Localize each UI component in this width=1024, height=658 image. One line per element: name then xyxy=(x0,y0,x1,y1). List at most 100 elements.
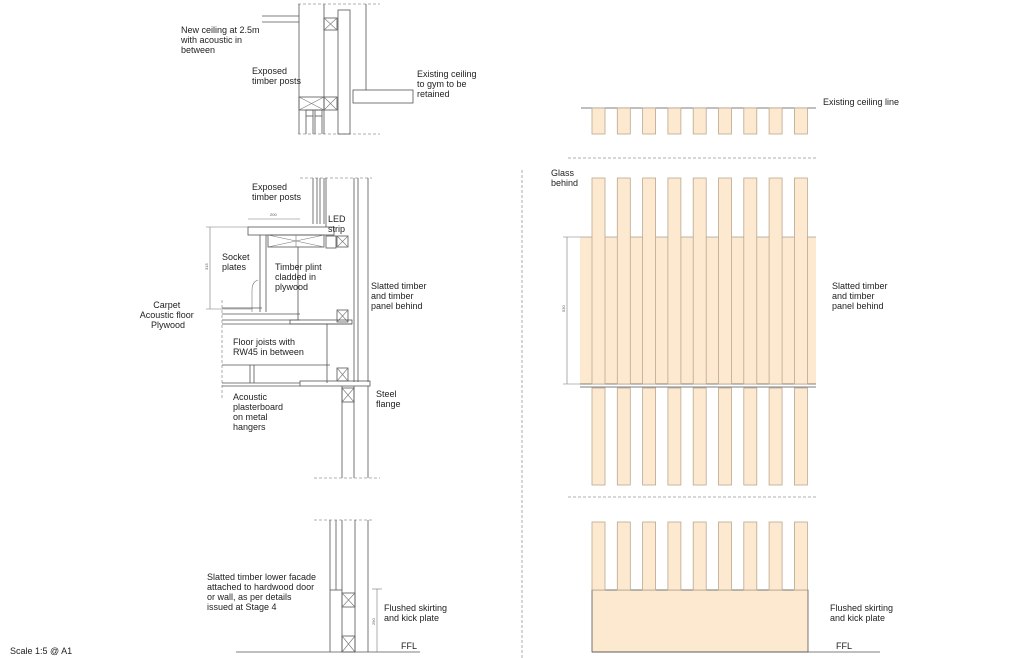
label-line: and kick plate xyxy=(384,613,439,623)
label-line: Slatted timber xyxy=(832,281,888,291)
scale-note: Scale 1:5 @ A1 xyxy=(10,646,72,656)
dimension-plint-width: 200 xyxy=(270,212,277,217)
dimension-skirting-height: 290 xyxy=(371,618,376,625)
label-line: Socket xyxy=(222,252,250,262)
timber-slat xyxy=(768,521,783,591)
timber-slat xyxy=(768,387,783,486)
section-bottom-skirting xyxy=(236,519,420,653)
timber-slat xyxy=(667,387,682,486)
label-existing-ceiling-gym: Existing ceiling to gym to be retained xyxy=(417,69,479,99)
label-line: Slatted timber xyxy=(371,281,427,291)
dimension-panel-height: 530 xyxy=(561,305,566,312)
timber-slat xyxy=(692,177,707,385)
label-line: behind xyxy=(551,178,578,188)
label-glass-behind: Glass behind xyxy=(551,168,578,188)
label-slatted-left: Slatted timber and timber panel behind xyxy=(371,281,429,311)
label-led-strip: LED strip xyxy=(328,214,348,234)
label-line: Exposed xyxy=(252,182,287,192)
label-existing-ceiling-line: Existing ceiling line xyxy=(823,97,899,107)
label-timber-plint: Timber plint cladded in plywood xyxy=(275,262,324,292)
label-line: panel behind xyxy=(371,301,423,311)
dimension-plint-height: 315 xyxy=(204,263,209,270)
label-line: attached to hardwood door xyxy=(207,582,314,592)
label-line: Flushed skirting xyxy=(384,603,447,613)
label-line: panel behind xyxy=(832,301,884,311)
label-new-ceiling: New ceiling at 2.5m with acoustic in bet… xyxy=(180,25,262,55)
timber-slat xyxy=(794,107,808,135)
label-line: Carpet xyxy=(153,300,181,310)
kick-plate xyxy=(592,590,808,652)
label-line: RW45 in between xyxy=(233,347,304,357)
label-line: New ceiling at 2.5m xyxy=(181,25,260,35)
timber-slat xyxy=(794,387,808,486)
timber-slat xyxy=(591,387,606,486)
timber-slat xyxy=(718,387,732,486)
timber-slat xyxy=(616,107,631,135)
timber-slat xyxy=(692,387,707,486)
timber-slat xyxy=(642,521,656,591)
timber-slat xyxy=(768,107,783,135)
timber-slat xyxy=(794,521,808,591)
timber-slat xyxy=(692,107,707,135)
timber-slat xyxy=(616,177,631,385)
label-skirting-left: Flushed skirting and kick plate xyxy=(384,603,450,623)
label-line: retained xyxy=(417,89,450,99)
label-line: and timber xyxy=(832,291,875,301)
label-steel-flange: Steel flange xyxy=(376,389,401,409)
label-lower-facade: Slatted timber lower facade attached to … xyxy=(207,572,319,612)
timber-slat xyxy=(743,387,758,486)
label-floor-joists: Floor joists with RW45 in between xyxy=(233,337,304,357)
label-line: plates xyxy=(222,262,247,272)
label-line: or wall, as per details xyxy=(207,592,292,602)
timber-slat xyxy=(743,521,758,591)
label-ffl-right: FFL xyxy=(836,641,852,651)
label-socket-plates: Socket plates xyxy=(222,252,252,272)
timber-slat xyxy=(591,177,606,385)
label-line: issued at Stage 4 xyxy=(207,602,277,612)
timber-slat xyxy=(591,521,606,591)
timber-slat xyxy=(667,107,682,135)
label-line: Steel xyxy=(376,389,397,399)
label-line: Timber plint xyxy=(275,262,322,272)
timber-slat xyxy=(667,521,682,591)
label-skirting-right: Flushed skirting and kick plate xyxy=(830,603,896,623)
timber-slat xyxy=(718,177,732,385)
timber-slat xyxy=(718,521,732,591)
label-line: flange xyxy=(376,399,401,409)
label-line: timber posts xyxy=(252,192,302,202)
timber-slat xyxy=(692,521,707,591)
label-line: Floor joists with xyxy=(233,337,295,347)
timber-slat xyxy=(642,387,656,486)
label-line: strip xyxy=(328,224,345,234)
label-acoustic-plasterboard: Acoustic plasterboard on metal hangers xyxy=(233,392,286,432)
timber-slat xyxy=(794,177,808,385)
timber-slat xyxy=(616,387,631,486)
label-line: and timber xyxy=(371,291,414,301)
section-middle-floor xyxy=(206,177,380,479)
timber-slat xyxy=(768,177,783,385)
label-line: Glass xyxy=(551,168,575,178)
label-line: timber posts xyxy=(252,76,302,86)
label-line: plasterboard xyxy=(233,402,283,412)
timber-slat xyxy=(743,107,758,135)
label-slatted-right: Slatted timber and timber panel behind xyxy=(832,281,890,311)
timber-slat xyxy=(591,107,606,135)
label-line: cladded in xyxy=(275,272,316,282)
label-line: Acoustic floor xyxy=(140,310,194,320)
label-line: Flushed skirting xyxy=(830,603,893,613)
label-line: LED xyxy=(328,214,346,224)
label-line: Plywood xyxy=(151,320,185,330)
label-line: Existing ceiling xyxy=(417,69,477,79)
label-line: and kick plate xyxy=(830,613,885,623)
label-floor-build-up: Carpet Acoustic floor Plywood xyxy=(140,300,197,330)
label-line: between xyxy=(181,45,215,55)
label-line: Acoustic xyxy=(233,392,268,402)
label-exposed-posts-top: Exposed timber posts xyxy=(252,66,302,86)
section-top-ceiling xyxy=(262,3,414,135)
label-ffl-left: FFL xyxy=(401,641,417,651)
timber-slat xyxy=(642,177,656,385)
label-line: to gym to be xyxy=(417,79,467,89)
label-line: on metal xyxy=(233,412,268,422)
label-exposed-posts-mid: Exposed timber posts xyxy=(252,182,302,202)
